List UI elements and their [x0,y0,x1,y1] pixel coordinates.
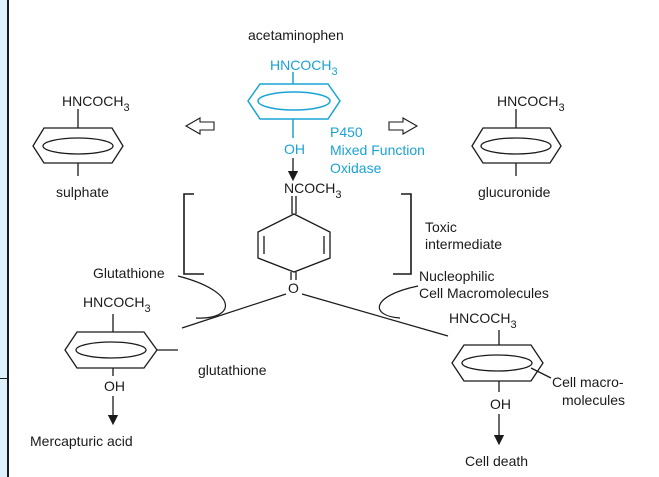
glucuronide-benzene-ring [471,127,562,164]
left-margin-strip [0,0,7,477]
glucuronide-label: glucuronide [478,184,551,200]
acetaminophen-benzene-ring [247,83,341,120]
left-margin-rule [0,378,9,379]
gsh-oh: OH [104,378,125,394]
cell-macro-label-line2: molecules [562,392,625,408]
cell-macro-label-line1: Cell macro- [552,374,624,390]
branch-line-left [181,293,287,329]
cell-conjugate-amide: HNCOCH3 [449,310,517,331]
toxic-label-line2: intermediate [425,236,502,252]
glucuronide-amide: HNCOCH3 [497,93,565,114]
nucleophile-curve [378,285,419,319]
diagram-panel [7,0,659,477]
bracket-left [183,193,204,275]
acetaminophen-oh: OH [284,141,305,157]
cell-substituent-bond [530,367,552,379]
gsh-conjugate-amide: HNCOCH3 [83,294,151,315]
nucleophilic-label-line1: Nucleophilic [419,268,494,284]
toxic-label-line1: Toxic [425,219,457,235]
glutathione-substituent-label: glutathione [198,362,267,378]
sulphate-amide: HNCOCH3 [62,93,130,114]
enzyme-label-p450: P450 [330,124,363,140]
nucleophilic-label-line2: Cell Macromolecules [419,285,549,301]
acetaminophen-title: acetaminophen [248,27,344,43]
sulphate-benzene-ring [32,127,124,164]
imine-group: NCOCH3 [284,180,341,201]
branch-line-right [301,293,449,337]
hollow-arrow-left [184,117,215,135]
gsh-benzene-ring [64,331,158,369]
cell-death-label: Cell death [465,453,528,469]
quinone-ring [257,213,331,273]
hollow-arrow-right [388,117,419,135]
mercapturic-label: Mercapturic acid [30,433,133,449]
acetaminophen-amide: HNCOCH3 [270,57,338,78]
enzyme-label-oxidase: Oxidase [330,160,382,176]
glutathione-reagent-label: Glutathione [93,265,165,281]
cell-benzene-ring [451,344,544,382]
sulphate-label: sulphate [56,184,109,200]
glutathione-curve [177,275,226,319]
cell-oh: OH [490,396,511,412]
oxo-label: O [288,280,299,296]
bracket-right [393,193,412,275]
enzyme-label-mixed: Mixed Function [330,142,425,158]
